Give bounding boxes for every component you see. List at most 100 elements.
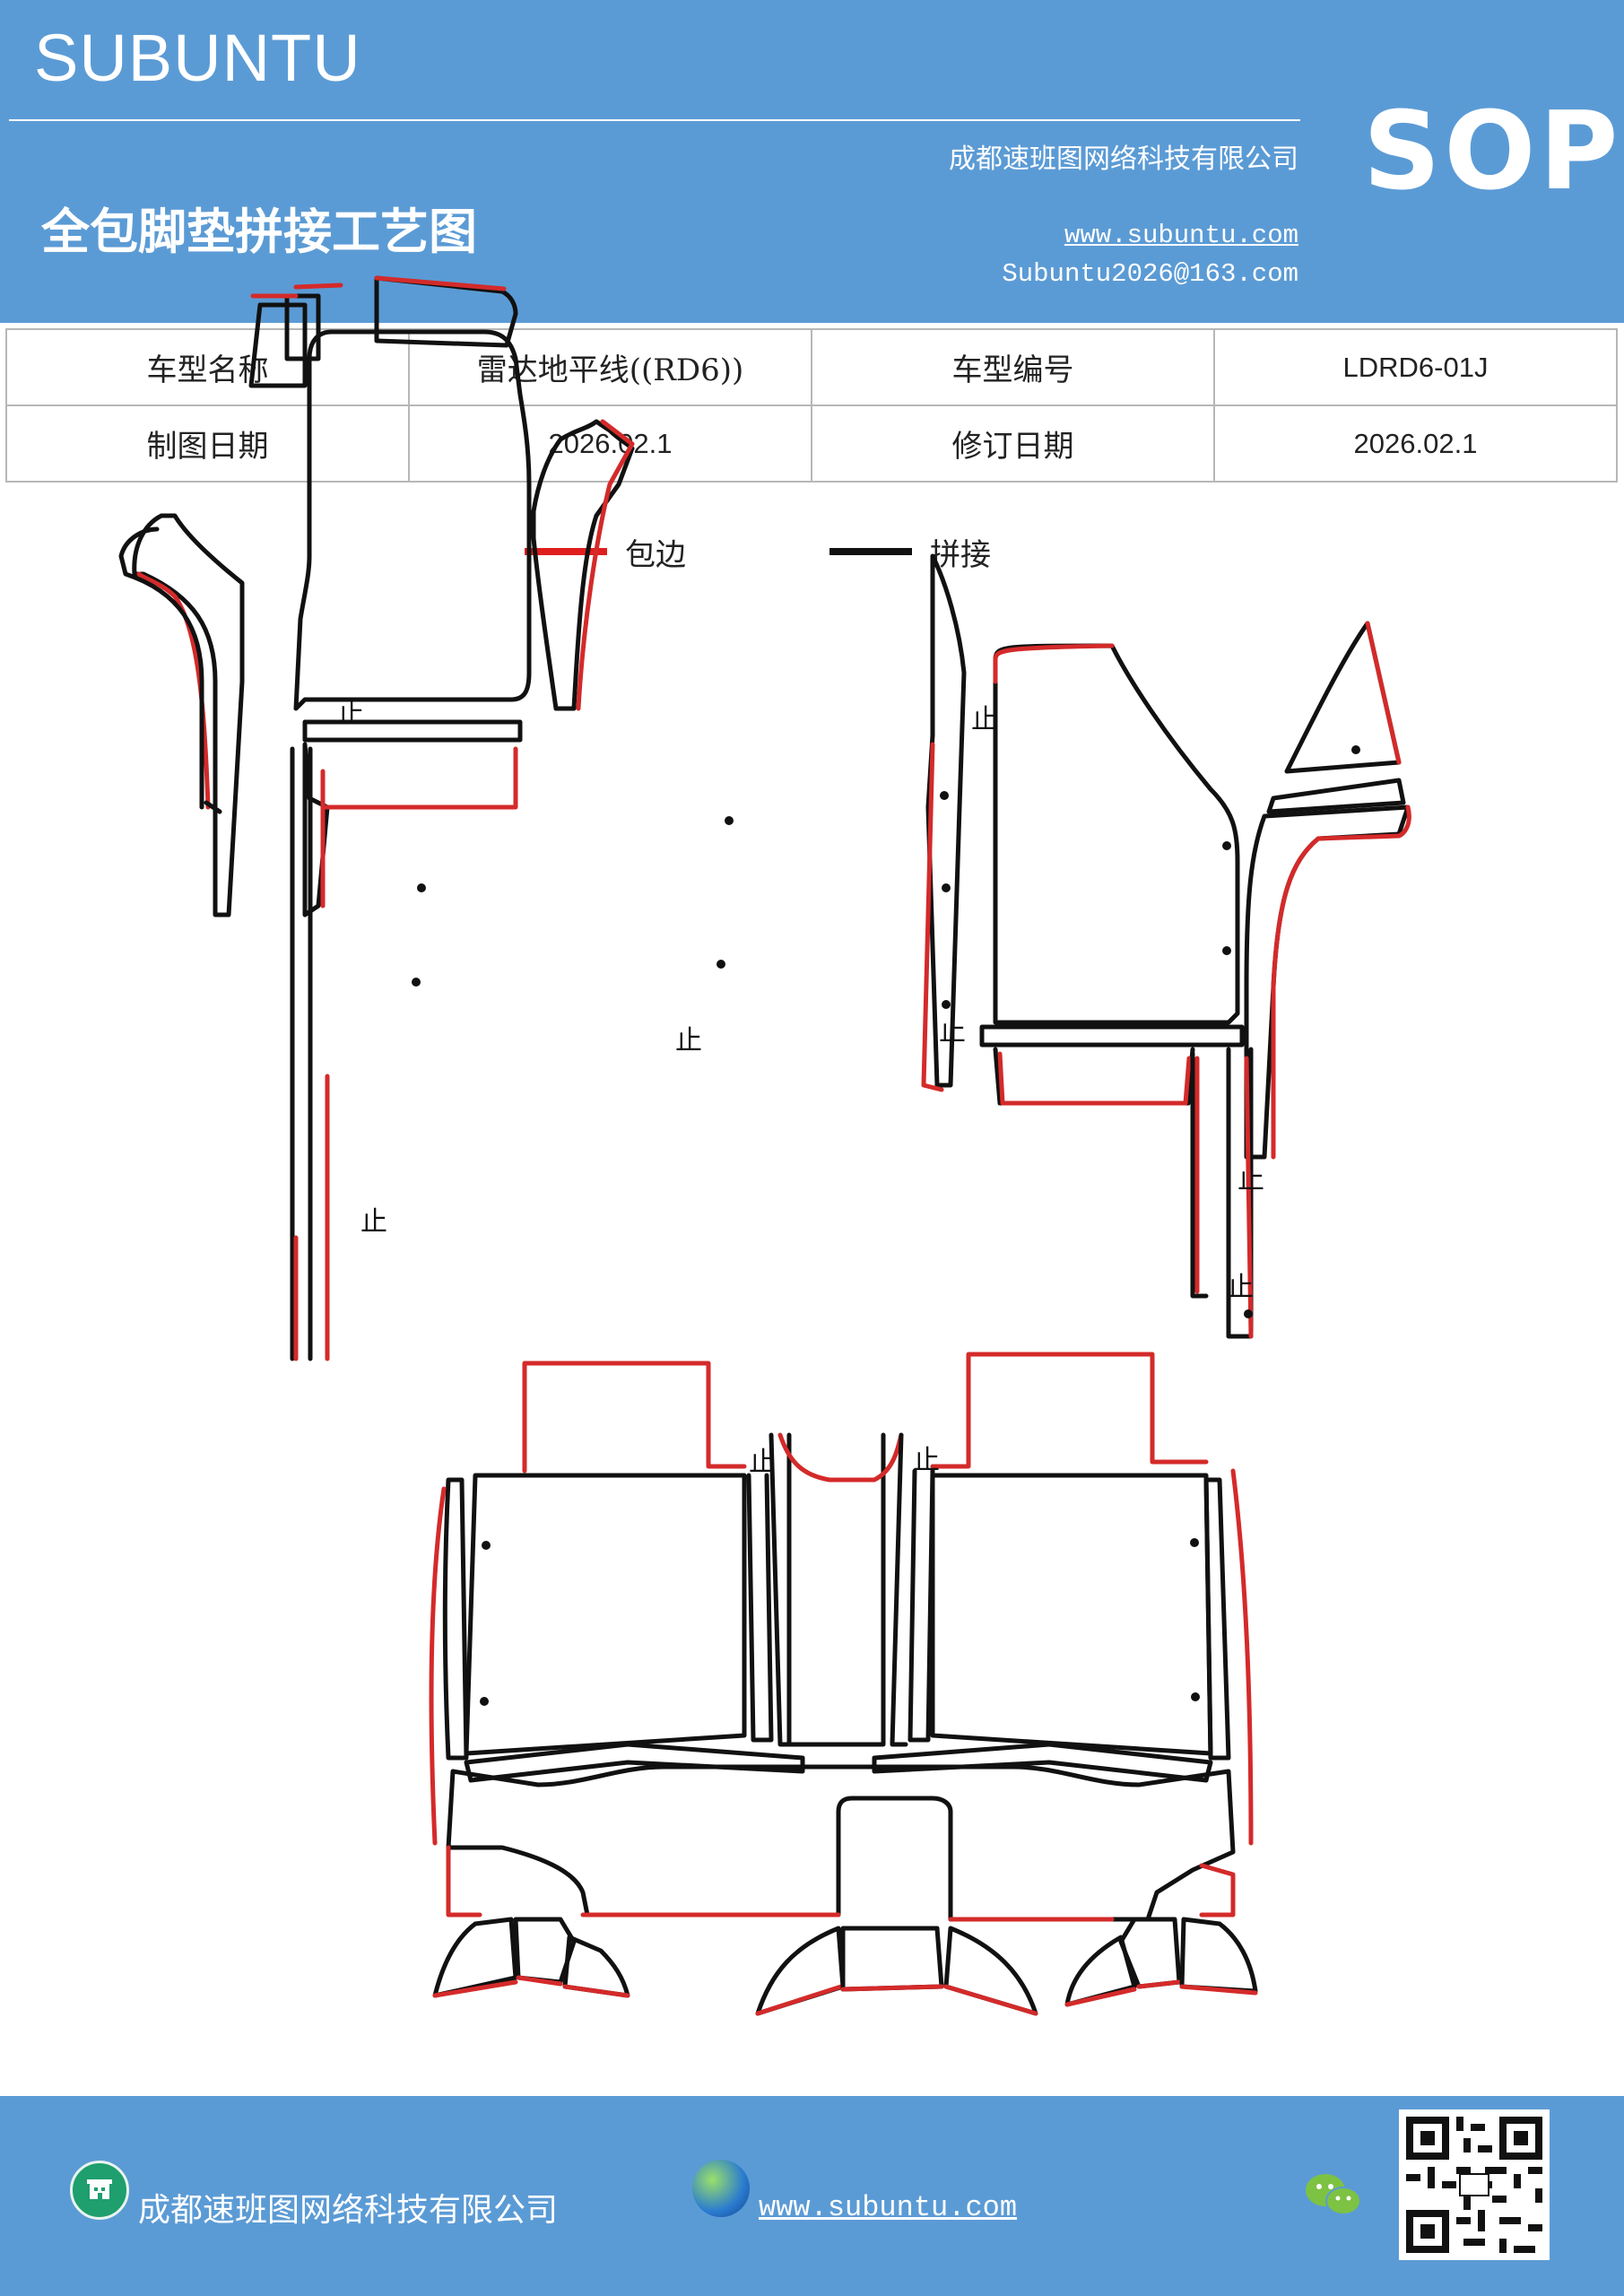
header-divider bbox=[9, 119, 1300, 121]
legend-label-seam: 拼接 bbox=[930, 536, 991, 573]
rear-mat-group bbox=[429, 1352, 1258, 2016]
rear-right-seat-pad bbox=[930, 1473, 1213, 1756]
front-right-triangle-strip bbox=[1266, 778, 1406, 814]
rear-bolster-right-1 bbox=[1064, 1935, 1137, 2007]
front-right-bottom-wrap bbox=[997, 1051, 1192, 1106]
rear-left-seat-tab bbox=[522, 1361, 747, 1474]
model-code-label: 车型编号 bbox=[811, 328, 1215, 406]
front-right-bottom-tab bbox=[993, 1047, 1195, 1106]
rear-center-top-wrap bbox=[777, 1432, 904, 1483]
rear-bolster-right-3-wrap bbox=[1179, 1984, 1258, 1996]
hole-marker bbox=[1222, 946, 1231, 955]
mounting-holes bbox=[412, 745, 1360, 1706]
table-row: 制图日期 2026.02.1 修订日期 2026.02.1 bbox=[5, 404, 1618, 483]
stop-mark: 止 bbox=[913, 1445, 940, 1476]
rear-bolster-center-2-wrap bbox=[840, 1984, 944, 1992]
stop-mark: 止 bbox=[1238, 1164, 1264, 1196]
front-left-small-piece bbox=[248, 302, 308, 388]
rear-lower-right-wrap bbox=[948, 1863, 1236, 1922]
front-right-main-wrap bbox=[993, 643, 1115, 684]
stop-mark: 止 bbox=[749, 1447, 776, 1478]
table-row: 车型名称 雷达地平线((RD6)) 车型编号 LDRD6-01J bbox=[5, 328, 1618, 406]
sop-badge: SOP bbox=[1363, 90, 1622, 214]
revise-date-value: 2026.02.1 bbox=[1213, 404, 1618, 483]
front-left-crossbar bbox=[302, 719, 523, 743]
model-code-value: LDRD6-01J bbox=[1213, 328, 1618, 406]
qr-code[interactable] bbox=[1399, 2109, 1550, 2260]
rear-center-left-strips bbox=[746, 1432, 792, 1747]
draw-date-value: 2026.02.1 bbox=[408, 404, 812, 483]
stop-mark: 止 bbox=[1227, 1272, 1254, 1303]
hole-marker bbox=[942, 1000, 951, 1009]
rear-bolster-center-3-wrap bbox=[943, 1984, 1038, 2016]
mat-assembly-drawing: 止 止 止 止 止 止 止 止 止 bbox=[118, 275, 1411, 2016]
hole-marker bbox=[482, 1541, 491, 1550]
stop-mark: 止 bbox=[675, 1025, 702, 1057]
rear-bolster-right-2 bbox=[1118, 1917, 1182, 1989]
rear-bolster-left-1-wrap bbox=[432, 1979, 518, 1998]
front-right-crossbar bbox=[979, 1024, 1245, 1048]
front-right-main-mat bbox=[993, 643, 1240, 1025]
rear-lower-floor bbox=[446, 1764, 1236, 1922]
hole-marker bbox=[1244, 1309, 1253, 1318]
front-right-vert-strip bbox=[1190, 1047, 1254, 1339]
rear-bolster-left-1 bbox=[432, 1917, 518, 1998]
rear-bolster-right-3 bbox=[1179, 1917, 1258, 1994]
header-url-link[interactable]: www.subuntu.com bbox=[1064, 221, 1298, 250]
rear-bolster-left-3-wrap bbox=[562, 1984, 630, 1998]
rear-right-outer-wrap bbox=[1230, 1468, 1254, 1846]
front-right-vert-wrap bbox=[1194, 1056, 1254, 1339]
rear-right-seat-tab bbox=[930, 1352, 1209, 1469]
legend-swatch-black bbox=[829, 548, 912, 555]
front-right-mat-group bbox=[921, 553, 1411, 1339]
front-left-side-panel bbox=[132, 513, 245, 918]
rear-left-seat-pad bbox=[464, 1473, 747, 1756]
company-icon bbox=[70, 2161, 129, 2220]
rear-center-right-strips bbox=[890, 1432, 935, 1747]
rear-bolster-center-1-wrap bbox=[755, 1984, 844, 2016]
rear-bolster-left-2-wrap bbox=[516, 1975, 563, 1987]
front-right-right-strip bbox=[1244, 804, 1411, 1160]
stop-mark: 止 bbox=[971, 704, 998, 735]
front-right-right-wrap bbox=[1271, 804, 1411, 1160]
wechat-icon[interactable] bbox=[1302, 2169, 1365, 2222]
rear-bolster-center-1 bbox=[755, 1926, 846, 2016]
rear-left-outer-strip bbox=[442, 1477, 469, 1761]
stop-marks: 止 止 止 止 止 止 止 止 止 bbox=[337, 699, 1264, 1478]
rear-left-outer-wrap bbox=[429, 1486, 447, 1846]
rear-bolster-right-2-wrap bbox=[1136, 1979, 1182, 1989]
hole-marker bbox=[412, 978, 421, 987]
draw-date-label: 制图日期 bbox=[5, 404, 410, 483]
rear-lower-left-wrap bbox=[446, 1845, 841, 1918]
vehicle-info-table: 车型名称 雷达地平线((RD6)) 车型编号 LDRD6-01J 制图日期 20… bbox=[5, 328, 1618, 483]
model-name-value: 雷达地平线((RD6)) bbox=[408, 328, 812, 406]
front-left-right-strip bbox=[531, 419, 635, 711]
rear-center-tunnel bbox=[786, 1432, 886, 1747]
front-right-side-panel bbox=[925, 553, 967, 1088]
front-left-right-wrap bbox=[576, 419, 635, 711]
rear-crossbar-right bbox=[872, 1742, 1213, 1783]
hole-marker bbox=[1191, 1692, 1200, 1701]
hole-marker bbox=[1190, 1538, 1199, 1547]
hole-marker bbox=[1222, 841, 1231, 850]
front-left-top-strip bbox=[374, 275, 518, 348]
rear-crossbar-left bbox=[464, 1742, 805, 1783]
footer-url-link[interactable]: www.subuntu.com bbox=[759, 2191, 1018, 2224]
hole-marker bbox=[716, 960, 725, 969]
hole-marker bbox=[725, 816, 734, 825]
legend-item-seam: 拼接 bbox=[829, 529, 991, 574]
brand-name: SUBUNTU bbox=[34, 21, 361, 95]
front-left-bottom-wrap bbox=[320, 746, 518, 909]
front-left-vert-wrap bbox=[293, 1074, 330, 1361]
rear-bolster-right-1-wrap bbox=[1064, 1987, 1137, 2007]
hole-marker bbox=[480, 1697, 489, 1706]
front-left-top-strip-wrap bbox=[374, 275, 507, 291]
hole-marker bbox=[942, 883, 951, 892]
revise-date-label: 修订日期 bbox=[811, 404, 1215, 483]
front-left-corner-piece bbox=[284, 293, 321, 361]
front-left-vert-strip bbox=[290, 746, 313, 1361]
header-email: Subuntu2026@163.com bbox=[1002, 259, 1298, 289]
footer-company: 成都速班图网络科技有限公司 bbox=[138, 2192, 559, 2229]
stop-mark: 止 bbox=[939, 1016, 966, 1048]
legend-swatch-red bbox=[525, 548, 607, 555]
